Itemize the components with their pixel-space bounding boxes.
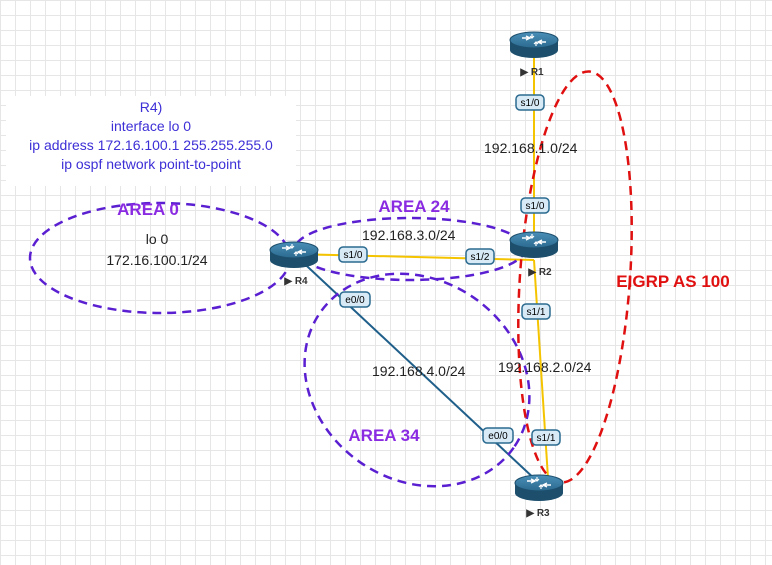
area-24-label: AREA 24	[378, 197, 450, 216]
area-34-label: AREA 34	[348, 426, 420, 445]
config-line-1: R4)	[139, 99, 163, 115]
network-label-r2-r3: 192.168.2.0/24	[498, 359, 592, 375]
link-r4-r3	[293, 253, 539, 483]
interface-badge-r1-s10: s1/0	[515, 94, 545, 111]
svg-text:e0/0: e0/0	[488, 431, 508, 442]
area-34-boundary	[303, 272, 531, 488]
svg-text:s1/0: s1/0	[526, 201, 545, 212]
config-line-2: interface lo 0	[110, 118, 192, 134]
svg-text:s1/1: s1/1	[527, 307, 546, 318]
network-label-r4-r3: 192.168.4.0/24	[372, 363, 466, 379]
eigrp-label: EIGRP AS 100	[616, 272, 729, 291]
svg-text:s1/0: s1/0	[344, 250, 363, 261]
interface-badge-r2-s10: s1/0	[520, 197, 550, 214]
router-r4[interactable]	[269, 241, 319, 269]
router-r3-label: ▶ R3	[525, 508, 550, 519]
interface-badge-r2-s11: s1/1	[521, 303, 551, 320]
svg-text:s1/2: s1/2	[471, 252, 490, 263]
router-r1[interactable]	[509, 31, 559, 59]
svg-text:e0/0: e0/0	[345, 295, 365, 306]
eigrp-boundary	[517, 70, 633, 484]
router-r2[interactable]	[509, 231, 559, 259]
router-r2-label: ▶ R2	[527, 267, 552, 278]
router-r3[interactable]	[514, 474, 564, 502]
config-line-3: ip address 172.16.100.1 255.255.255.0	[29, 137, 273, 153]
svg-text:s1/0: s1/0	[521, 98, 540, 109]
area-0-label: AREA 0	[117, 200, 179, 219]
interface-badge-r4-e00: e0/0	[339, 291, 371, 308]
interface-badge-r3-s11: s1/1	[531, 429, 561, 446]
r4-config-note: R4) interface lo 0 ip address 172.16.100…	[6, 96, 296, 186]
interface-badge-r3-e00: e0/0	[482, 427, 514, 444]
interface-badge-r4-s10: s1/0	[338, 246, 368, 263]
interface-badge-r2-s12: s1/2	[465, 248, 495, 265]
loopback-network: 172.16.100.1/24	[106, 252, 207, 268]
network-label-r1-r2: 192.168.1.0/24	[484, 140, 578, 156]
svg-text:s1/1: s1/1	[537, 433, 556, 444]
link-r4-r2	[293, 253, 535, 261]
network-label-r4-r2: 192.168.3.0/24	[362, 227, 456, 243]
config-line-4: ip ospf network point-to-point	[61, 156, 241, 172]
loopback-name: lo 0	[146, 231, 169, 247]
router-r1-label: ▶ R1	[519, 67, 544, 78]
router-r4-label: ▶ R4	[283, 276, 308, 287]
